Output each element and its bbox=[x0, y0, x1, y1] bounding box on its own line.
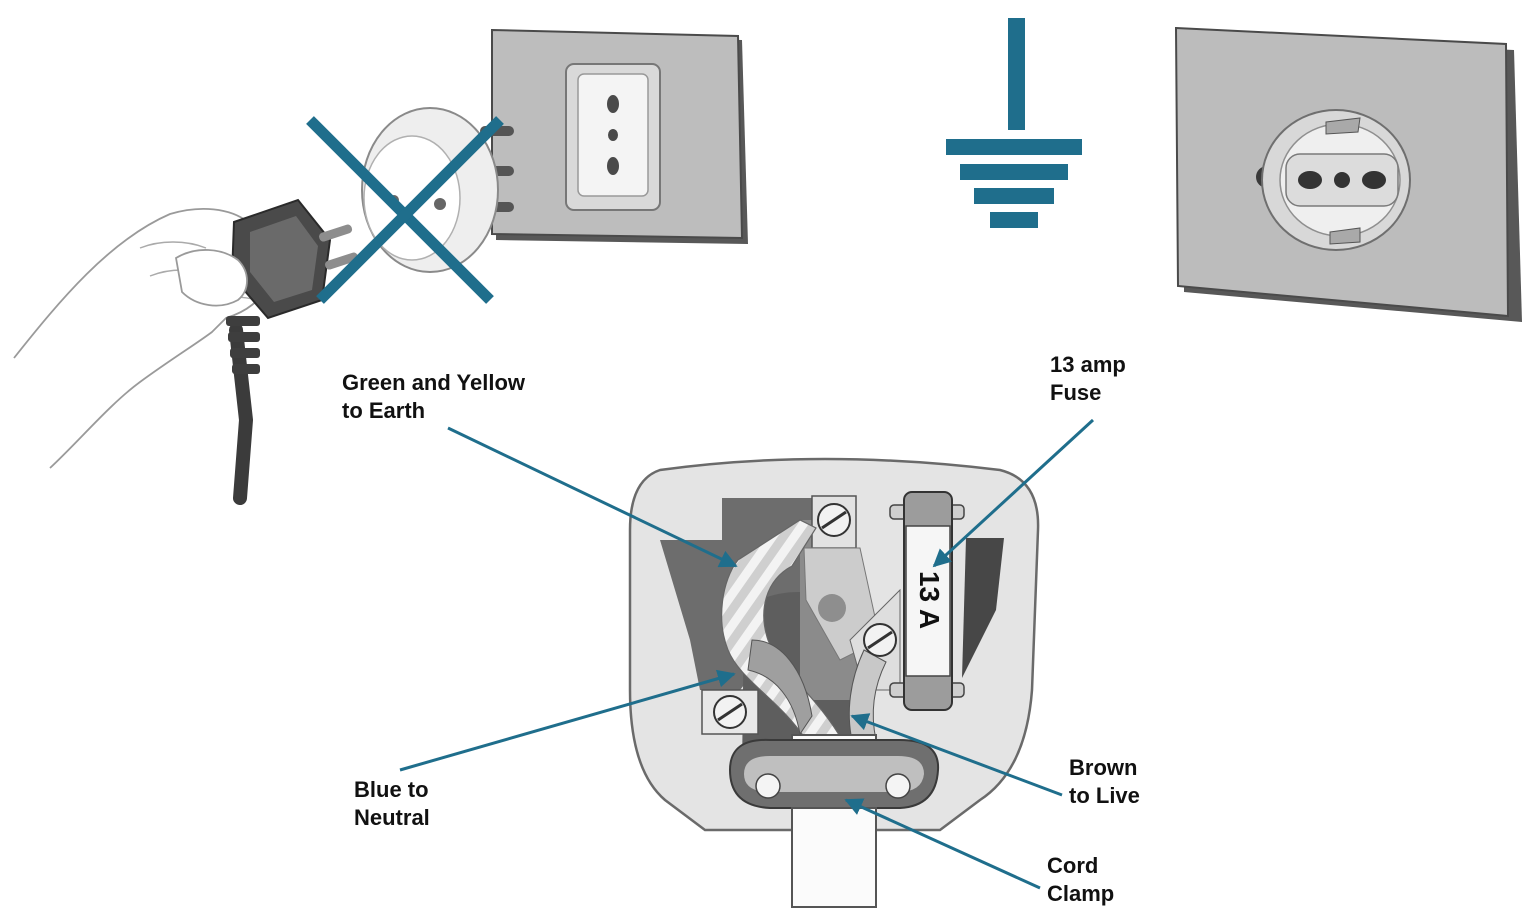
ground-symbol-icon bbox=[946, 18, 1082, 228]
wall-socket-italian bbox=[491, 28, 748, 244]
cord-clamp bbox=[728, 738, 940, 809]
terminal-screw bbox=[817, 503, 851, 537]
leader-neutral bbox=[399, 669, 736, 772]
fuse-rating-text: 13 A bbox=[914, 571, 945, 629]
label-fuse: 13 amp Fuse bbox=[1050, 352, 1126, 405]
fuse-13a: 13 A bbox=[889, 491, 965, 711]
label-brown-live: Brown to Live bbox=[1069, 755, 1140, 808]
label-cord-clamp: Cord Clamp bbox=[1047, 853, 1115, 906]
leader-live bbox=[850, 713, 1063, 797]
label-green-yellow-earth: Green and Yellow to Earth bbox=[342, 370, 525, 423]
cord-strain-relief bbox=[226, 316, 260, 374]
leader-lines bbox=[399, 418, 1095, 890]
leader-earth bbox=[447, 426, 738, 568]
terminal-screw bbox=[863, 623, 897, 657]
terminal-screw bbox=[701, 689, 759, 735]
leader-fuse bbox=[932, 418, 1095, 568]
wall-socket-schuko bbox=[1174, 26, 1522, 322]
cross-mark-icon bbox=[306, 116, 504, 304]
leader-clamp bbox=[844, 798, 1041, 890]
label-blue-neutral: Blue to Neutral bbox=[354, 777, 430, 830]
hand-holding-plug bbox=[13, 198, 359, 505]
